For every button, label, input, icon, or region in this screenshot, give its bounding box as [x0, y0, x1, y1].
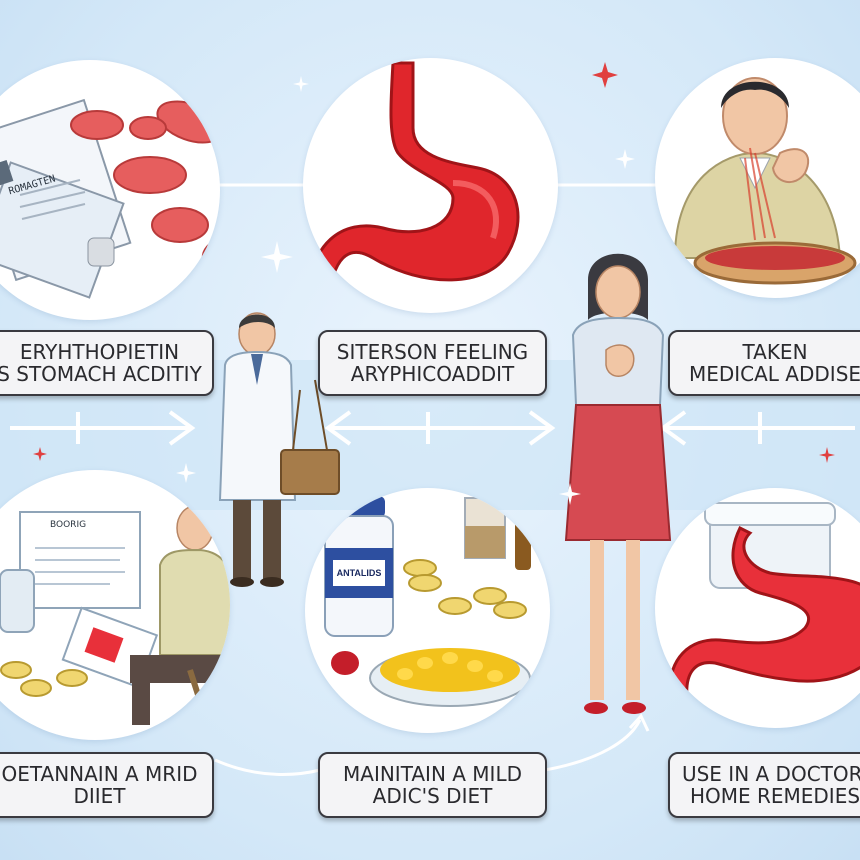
jar-icon: [0, 569, 35, 633]
antacid-jar-icon: [324, 496, 394, 637]
woman-icon: [564, 253, 672, 714]
arrow-double: [324, 410, 556, 446]
stomach-icon: [668, 525, 860, 700]
sparkle-icon: [819, 447, 835, 463]
label-line: DIIET: [73, 784, 126, 808]
sparkle-icon: [261, 241, 293, 273]
stomach-circle: [303, 58, 558, 313]
tablet-pill-icon: [0, 661, 88, 697]
label-line: ARYPHICOADDIT: [350, 362, 515, 386]
antacid-circle: ANTALIDS: [305, 488, 550, 733]
label-line: SITERSON FEELING: [336, 340, 529, 364]
label-line: HOME REMEDIES: [689, 784, 860, 808]
person-icon: [673, 77, 842, 259]
stomach-icon: [306, 61, 520, 305]
notice-heading: BOORIG: [50, 520, 87, 530]
label-top-middle: SITERSON FEELING ARYPHICOADDIT: [318, 330, 547, 396]
berry-icon: [331, 651, 359, 675]
doctor-icon: [218, 312, 340, 587]
label-line: ADIC'S DIET: [372, 784, 493, 808]
label-line: MEDICAL ADDISE: [688, 362, 860, 386]
label-line: ERYHTHOPIETIN: [19, 340, 180, 364]
sparkle-icon: [176, 463, 196, 483]
stomach-remedy-circle: [655, 488, 860, 728]
label-bottom-left: OETANNAIN A MRID DIIET: [0, 752, 214, 818]
document-icon: [0, 98, 132, 299]
label-top-right: TAKEN MEDICAL ADDISE: [668, 330, 860, 396]
sparkle-icon: [33, 447, 47, 461]
label-top-left: ERYHTHOPIETIN S STOMACH ACDITIY: [0, 330, 214, 396]
antacid-jar-label: ANTALIDS: [336, 568, 382, 578]
label-bottom-right: USE IN A DOCTOR' HOME REMEDIES: [668, 752, 860, 818]
label-line: OETANNAIN A MRID: [1, 762, 198, 786]
sparkle-icon: [592, 62, 618, 88]
label-line: TAKEN: [742, 340, 808, 364]
bowl-icon: [693, 147, 857, 285]
arrow-left-1: [659, 410, 855, 446]
sparkle-icon: [293, 76, 309, 92]
briefcase-icon: [280, 379, 340, 495]
lozenge-icon: [403, 559, 527, 619]
label-line: USE IN A DOCTOR': [681, 762, 860, 786]
label-line: S STOMACH ACDITIY: [0, 362, 202, 386]
notice-icon: [19, 511, 141, 609]
arrow-right-1: [10, 410, 196, 446]
sick-person-circle: [655, 58, 860, 298]
label-line: MAINITAIN A MILD: [343, 762, 522, 786]
sparkle-icon: [559, 483, 581, 505]
label-bottom-middle: MAINITAIN A MILD ADIC'S DIET: [318, 752, 547, 818]
bowl-of-pills-icon: [369, 648, 531, 707]
pills-circle: ROMAGTEN: [0, 60, 220, 320]
sparkle-icon: [615, 149, 635, 169]
